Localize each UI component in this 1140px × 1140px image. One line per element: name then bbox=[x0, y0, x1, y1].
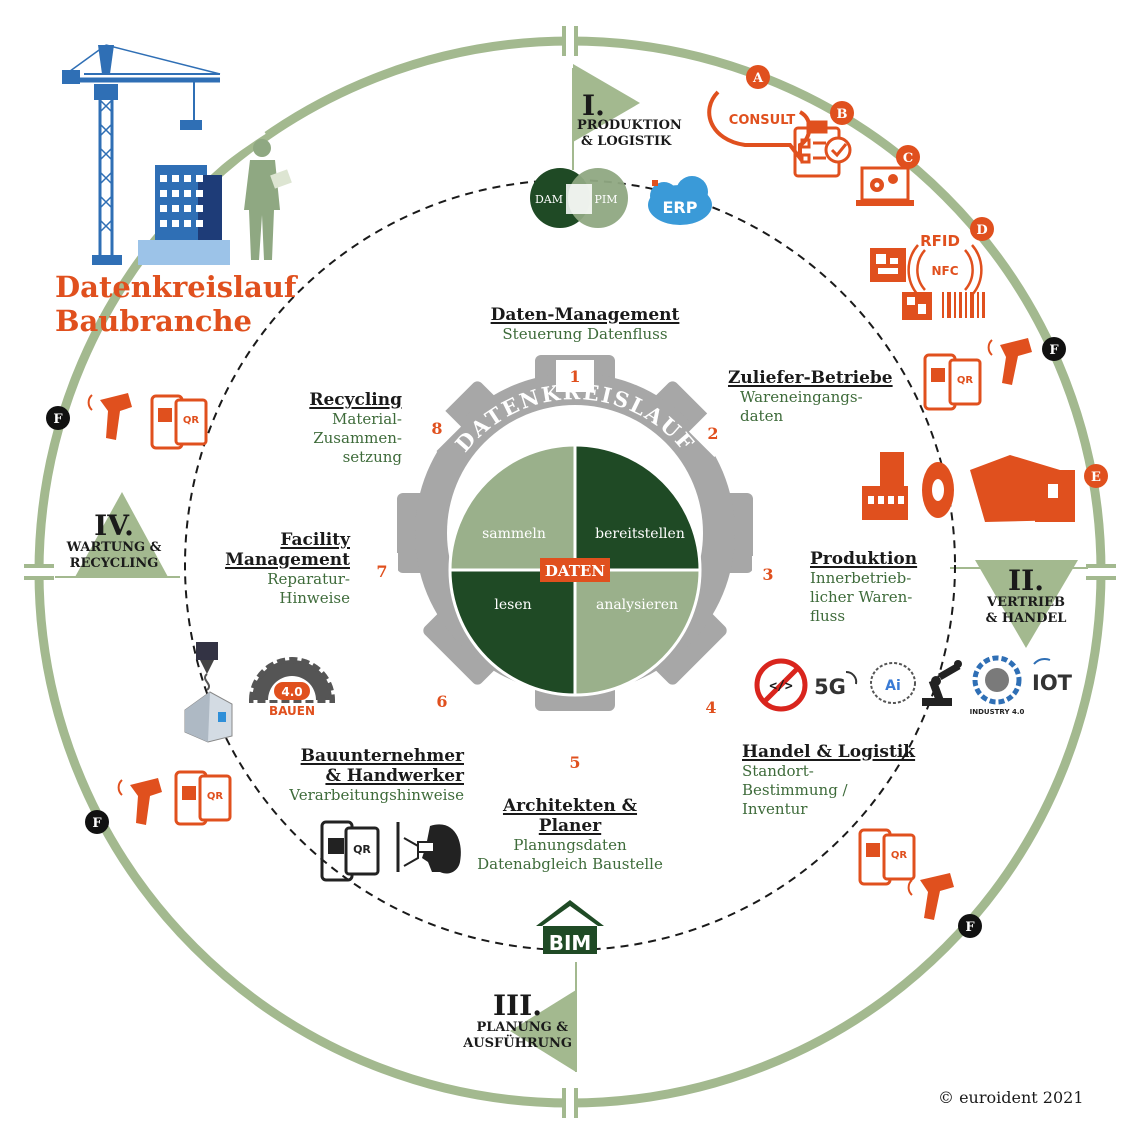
svg-text:INDUSTRY 4.0: INDUSTRY 4.0 bbox=[970, 708, 1025, 716]
station-number-7: 7 bbox=[376, 562, 387, 581]
gear-number-boxes bbox=[366, 360, 784, 778]
title-line-1: Datenkreislauf bbox=[55, 270, 297, 304]
phase-flag-3 bbox=[510, 962, 577, 1072]
phase-flag-2 bbox=[950, 560, 1088, 648]
station-number-8: 8 bbox=[431, 419, 442, 438]
quadrant-bereitstellen: bereitstellen bbox=[595, 526, 685, 542]
clipboard-icon bbox=[793, 120, 852, 178]
svg-text:Ai: Ai bbox=[885, 678, 901, 694]
svg-text:BIM: BIM bbox=[549, 931, 592, 955]
title-line-2: Baubranche bbox=[55, 304, 253, 338]
quadrant-sammeln: sammeln bbox=[482, 526, 546, 542]
svg-text:4.0: 4.0 bbox=[281, 685, 302, 699]
ring-break-right bbox=[1086, 564, 1116, 580]
marker-f-2: F bbox=[53, 412, 63, 427]
svg-text:QR: QR bbox=[183, 415, 200, 426]
worker-icon bbox=[244, 139, 292, 260]
phase-flag-1 bbox=[572, 64, 640, 170]
station-number-4: 4 bbox=[705, 698, 716, 717]
svg-text:BAUEN: BAUEN bbox=[269, 704, 315, 718]
copyright: © euroident 2021 bbox=[938, 1088, 1084, 1107]
no-code-icon: </> bbox=[754, 658, 808, 712]
scanner-phone-icon-right: QR bbox=[923, 338, 1032, 411]
svg-text:QR: QR bbox=[957, 375, 974, 386]
crane-icon bbox=[62, 44, 221, 265]
svg-text:QR: QR bbox=[207, 791, 224, 802]
svg-text:NFC: NFC bbox=[931, 264, 958, 278]
svg-text:PIM: PIM bbox=[594, 193, 617, 206]
station-2-label: Zuliefer-Betriebe Wareneingangs- daten bbox=[728, 368, 893, 425]
label-printer-icon bbox=[862, 452, 1075, 522]
phase-flag-4 bbox=[55, 492, 180, 578]
rfid-nfc-icon: RFID NFC bbox=[870, 232, 985, 320]
ring-break-bottom bbox=[562, 1088, 578, 1118]
ai-brain-icon: Ai bbox=[870, 662, 916, 704]
marker-f-1: F bbox=[1049, 343, 1059, 358]
center-circle bbox=[448, 443, 702, 697]
svg-text:ERP: ERP bbox=[663, 198, 698, 217]
marker-a: A bbox=[752, 71, 764, 86]
ring-break-left bbox=[24, 564, 54, 580]
scanner-phone-icon-left: QR bbox=[87, 393, 208, 450]
station-number-1: 1 bbox=[569, 367, 580, 386]
robot-arm-icon bbox=[922, 660, 962, 706]
erp-cloud-icon: ERP bbox=[648, 176, 712, 225]
dam-pim-icon: DAM PIM bbox=[530, 168, 628, 228]
marker-c: C bbox=[903, 151, 913, 166]
station-number-3: 3 bbox=[762, 565, 773, 584]
station-1-label: Daten-Management Steuerung Datenfluss bbox=[490, 305, 680, 343]
3d-printer-house-icon bbox=[184, 642, 233, 743]
ring-break-top bbox=[562, 26, 578, 56]
station-8-label: Recycling Material- Zusammen- setzung bbox=[309, 390, 402, 466]
phase-2-label: II. VERTRIEB & HANDEL bbox=[985, 564, 1067, 627]
phase-1-label: I. PRODUKTION & LOGISTIK bbox=[577, 89, 682, 150]
station-6-label: Bauunternehmer & Handwerker Verarbeitung… bbox=[289, 746, 464, 804]
diagram-title: Datenkreislauf Baubranche bbox=[55, 270, 296, 338]
marker-f-3: F bbox=[92, 816, 102, 831]
svg-text:5G: 5G bbox=[814, 675, 846, 699]
quadrant-lesen: lesen bbox=[494, 597, 531, 613]
scanner-phone-icon-bottom-right: QR bbox=[858, 828, 954, 920]
bim-icon: BIM bbox=[536, 900, 604, 955]
phase-3-label: III. PLANUNG & AUSFÜHRUNG bbox=[463, 989, 572, 1052]
svg-text:IOT: IOT bbox=[1032, 671, 1073, 695]
scanner-phone-icon-bottom-left: QR bbox=[117, 770, 232, 826]
marker-e: E bbox=[1091, 470, 1101, 485]
svg-text:QR: QR bbox=[891, 850, 908, 861]
svg-text:CONSULT: CONSULT bbox=[729, 113, 796, 128]
station-number-2: 2 bbox=[707, 424, 718, 443]
phone-qr-ar-icon: QR bbox=[320, 820, 461, 882]
industry-4-0-icon: INDUSTRY 4.0 bbox=[970, 655, 1025, 716]
center-daten: DATEN bbox=[545, 562, 605, 580]
iot-icon: IOT bbox=[1032, 657, 1073, 695]
station-5-label: Architekten & Planer Planungsdaten Daten… bbox=[477, 796, 663, 873]
station-number-6: 6 bbox=[436, 692, 447, 711]
station-number-5: 5 bbox=[569, 753, 580, 772]
laptop-gears-icon bbox=[856, 166, 914, 206]
marker-f-4: F bbox=[965, 920, 975, 935]
quadrant-analysieren: analysieren bbox=[596, 597, 678, 613]
bauen-4-0-icon: 4.0 BAUEN bbox=[248, 657, 336, 718]
svg-text:DAM: DAM bbox=[535, 193, 563, 206]
svg-text:QR: QR bbox=[353, 843, 371, 856]
svg-text:</>: </> bbox=[769, 679, 793, 694]
phase-4-label: IV. WARTUNG & RECYCLING bbox=[66, 509, 162, 572]
5g-icon: 5G bbox=[814, 670, 858, 699]
station-3-label: Produktion Innerbetrieb- licher Waren- f… bbox=[810, 549, 918, 625]
marker-d: D bbox=[976, 223, 987, 238]
building-icon bbox=[138, 165, 230, 265]
marker-b: B bbox=[837, 107, 848, 122]
station-4-label: Handel & Logistik Standort- Bestimmung /… bbox=[742, 742, 916, 818]
svg-text:RFID: RFID bbox=[920, 232, 960, 250]
station-7-label: Facility Management Reparatur- Hinweise bbox=[225, 530, 350, 607]
